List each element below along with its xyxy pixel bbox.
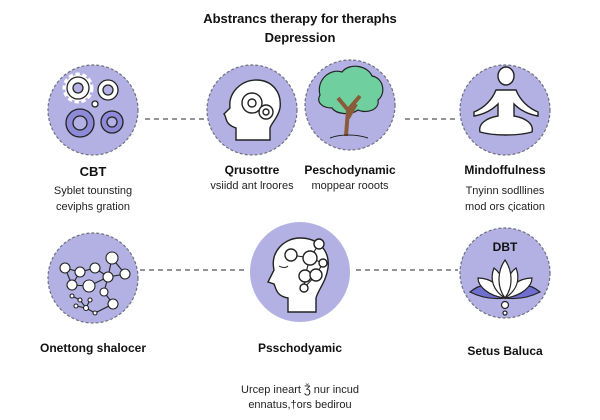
node-label-onettong: Onettong shalocer [39,341,146,355]
node-onettong [47,232,139,324]
node-desc-cbt-1: Syblet tounsting [53,185,133,197]
title-line-2: Depression [264,30,336,45]
footer-line-1: Urcep ineart Ǯ nur incud [241,384,359,396]
node-desc-peschodynamic: moppear rooots [311,180,389,192]
node-dbt [459,227,551,319]
footer-line-2: ennatus,†ors bedirou [248,399,352,411]
node-desc-mindfulness-1: Tnyinn sodllines [465,185,545,197]
node-mindfulness [459,64,551,156]
node-desc-mindfulness-2: mod ors ςication [465,201,545,213]
tree-icon [318,65,384,139]
node-label-qrusottre: Qrusottre [224,163,280,177]
node-label-peschodynamic: Peschodynamic [304,163,396,177]
title-line-1: Abstrancs therapy for theraphs [203,11,397,26]
node-desc-qrusottre: vsiidd ant lroores [210,180,294,192]
node-qrusottre [206,64,298,156]
meditation-icon [473,66,539,136]
node-label-cbt: CBT [79,164,107,179]
node-badge-dbt: DBT [492,240,518,254]
gears-icon [62,72,124,138]
node-desc-cbt-2: ceviphs gration [56,201,130,213]
node-center [250,222,350,322]
lotus-icon [468,258,542,316]
head-gears-icon [223,79,281,141]
node-peschodynamic [304,59,396,151]
node-label-dbt: Setus Baluca [467,344,543,358]
head-network-icon [267,237,329,313]
node-label-center: Psschodyamic [257,341,343,355]
network-icon [59,251,131,316]
diagram-title: Abstrancs therapy for theraphs Depressio… [0,9,600,47]
node-label-mindfulness: Mindoffulness [464,163,546,177]
node-cbt [47,64,139,156]
